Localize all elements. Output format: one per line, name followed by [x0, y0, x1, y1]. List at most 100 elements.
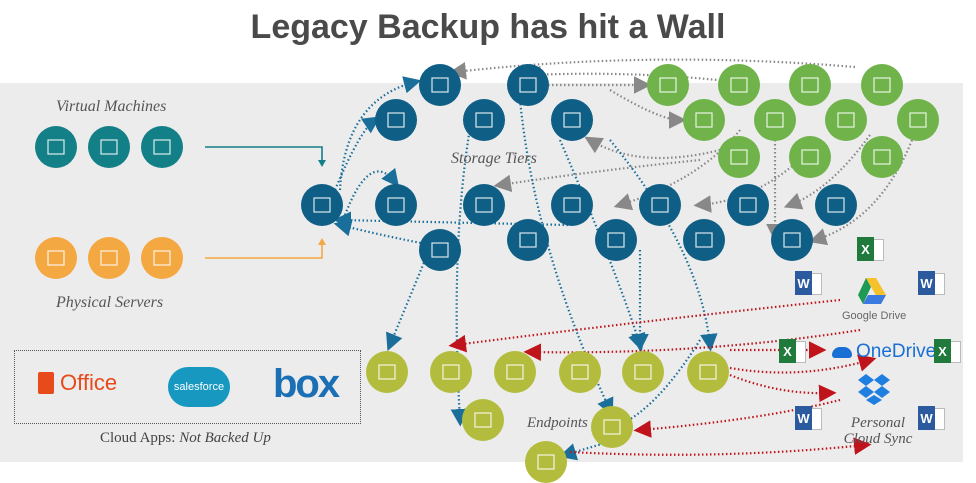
storage-node-glyph-icon: [827, 197, 845, 213]
tape-node-glyph-icon: [909, 112, 927, 128]
endpoint-node: [462, 399, 504, 441]
office-icon: [38, 372, 54, 394]
storage-node: [463, 184, 505, 226]
cloud-apps-caption: Cloud Apps: Not Backed Up: [100, 430, 271, 447]
word-doc-icon: W: [795, 268, 822, 298]
endpoint-node-glyph-icon: [634, 364, 652, 380]
endpoint-node: [430, 351, 472, 393]
tape-node-glyph-icon: [801, 149, 819, 165]
link-red: [569, 437, 872, 456]
tape-node: [789, 64, 831, 106]
tape-node: [718, 136, 760, 178]
vm-node-glyph-icon: [153, 139, 171, 155]
storage-node-glyph-icon: [387, 112, 405, 128]
storage-node-glyph-icon: [563, 112, 581, 128]
storage-node-glyph-icon: [563, 197, 581, 213]
tape-node: [718, 64, 760, 106]
link-red: [448, 298, 841, 353]
storage-node-glyph-icon: [607, 232, 625, 248]
endpoint-node-glyph-icon: [603, 419, 621, 435]
cloud-apps-caption-status: Not Backed Up: [179, 430, 271, 446]
excel-doc-icon: X: [857, 234, 884, 264]
storage-node-glyph-icon: [431, 77, 449, 93]
physical-server-node: [88, 237, 130, 279]
storage-node: [507, 219, 549, 261]
tape-node-glyph-icon: [695, 112, 713, 128]
ps-flow-line: [205, 245, 323, 259]
tape-node: [647, 64, 689, 106]
storage-node: [815, 184, 857, 226]
storage-node: [683, 219, 725, 261]
link-blue: [333, 116, 381, 191]
link-grey: [693, 149, 811, 213]
storage-node-glyph-icon: [431, 242, 449, 258]
storage-node-glyph-icon: [313, 197, 331, 213]
storage-node: [463, 99, 505, 141]
link-red: [729, 373, 837, 403]
endpoint-node-glyph-icon: [442, 364, 460, 380]
storage-tiers-label: Storage Tiers: [451, 150, 537, 167]
endpoint-node-glyph-icon: [537, 454, 555, 470]
excel-doc-icon: X: [934, 336, 961, 366]
endpoint-node-glyph-icon: [474, 412, 492, 428]
storage-node: [727, 184, 769, 226]
endpoint-node: [366, 351, 408, 393]
link-red: [729, 354, 877, 374]
tape-node-glyph-icon: [659, 77, 677, 93]
tape-node-glyph-icon: [873, 77, 891, 93]
storage-node-glyph-icon: [475, 112, 493, 128]
link-blue: [598, 339, 701, 437]
google-drive-icon: [858, 278, 886, 304]
slide-title: Legacy Backup has hit a Wall: [250, 8, 726, 46]
link-grey: [584, 136, 721, 160]
ps-flow-arrow: [318, 238, 326, 245]
vm-flow-arrow: [318, 160, 326, 167]
tape-node-glyph-icon: [766, 112, 784, 128]
link-blue: [343, 167, 400, 216]
endpoint-node: [525, 441, 567, 483]
storage-node: [419, 64, 461, 106]
word-doc-icon: W: [918, 268, 945, 298]
tape-node: [754, 99, 796, 141]
link-grey: [493, 158, 701, 193]
storage-node: [419, 229, 461, 271]
storage-node: [375, 184, 417, 226]
storage-node: [507, 64, 549, 106]
storage-node-glyph-icon: [519, 77, 537, 93]
endpoint-node-glyph-icon: [378, 364, 396, 380]
storage-node: [595, 219, 637, 261]
storage-node: [551, 184, 593, 226]
google-drive-label: Google Drive: [842, 310, 907, 322]
storage-node: [639, 184, 681, 226]
storage-node-glyph-icon: [387, 197, 405, 213]
link-grey: [523, 65, 761, 87]
link-grey: [783, 134, 871, 210]
word-doc-icon: W: [918, 403, 945, 433]
endpoint-node: [687, 351, 729, 393]
endpoints-label: Endpoints: [527, 415, 588, 431]
storage-node: [375, 99, 417, 141]
link-grey: [808, 139, 914, 246]
office-logo: Office: [38, 370, 117, 396]
endpoint-node-glyph-icon: [506, 364, 524, 380]
vm-node: [88, 126, 130, 168]
physical-server-node-glyph-icon: [153, 250, 171, 266]
endpoint-node: [559, 351, 601, 393]
endpoint-node: [622, 351, 664, 393]
physical-server-node: [141, 237, 183, 279]
storage-node-glyph-icon: [739, 197, 757, 213]
tape-node: [789, 136, 831, 178]
link-grey: [613, 129, 741, 211]
onedrive-icon: [832, 346, 852, 358]
vm-node: [141, 126, 183, 168]
endpoint-node: [591, 406, 633, 448]
virtual-machines-label: Virtual Machines: [56, 98, 167, 115]
physical-server-node: [35, 237, 77, 279]
storage-node-glyph-icon: [519, 232, 537, 248]
tape-node-glyph-icon: [730, 149, 748, 165]
onedrive-logo: OneDrive: [832, 341, 936, 363]
physical-servers-label: Physical Servers: [56, 294, 164, 311]
vm-node-glyph-icon: [47, 139, 65, 155]
